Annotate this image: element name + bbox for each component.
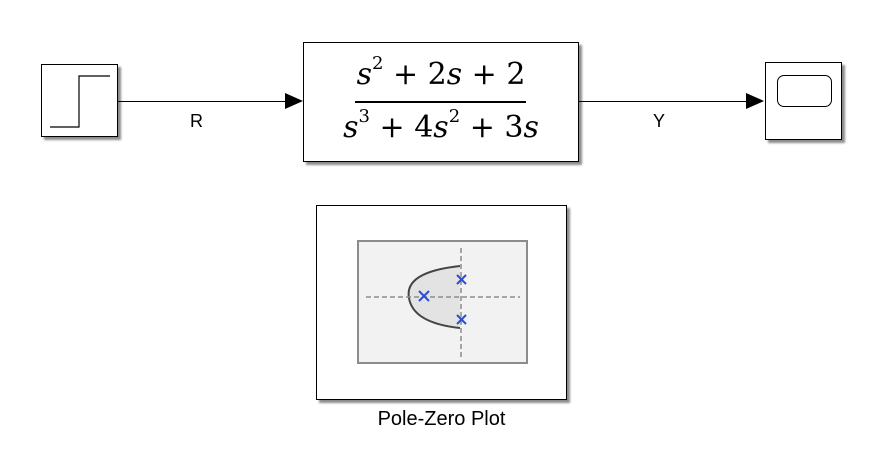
step-icon	[50, 75, 110, 128]
scope-icon	[777, 75, 832, 107]
pole-zero-icon	[357, 240, 528, 364]
signal-line-r[interactable]	[118, 101, 286, 102]
signal-line-y[interactable]	[579, 101, 747, 102]
pole-zero-plot-block[interactable]	[316, 205, 567, 400]
tf-denominator: s3 + 4s2 + 3s	[343, 106, 539, 146]
arrowhead-y	[746, 93, 764, 109]
pole-marker	[456, 274, 467, 285]
pole-marker	[456, 314, 467, 325]
transfer-fcn-block[interactable]: s2 + 2s + 2 s3 + 4s2 + 3s	[303, 42, 579, 162]
pole-zero-plot-label: Pole-Zero Plot	[377, 408, 506, 430]
region-boundary	[407, 265, 461, 329]
step-block[interactable]	[41, 64, 118, 137]
tf-numerator: s2 + 2s + 2	[356, 53, 526, 93]
signal-label-r: R	[190, 111, 203, 131]
fraction-bar	[355, 101, 526, 103]
scope-block[interactable]	[765, 62, 842, 140]
signal-label-y: Y	[653, 111, 666, 131]
arrowhead-r	[285, 93, 303, 109]
pole-marker	[418, 290, 430, 302]
